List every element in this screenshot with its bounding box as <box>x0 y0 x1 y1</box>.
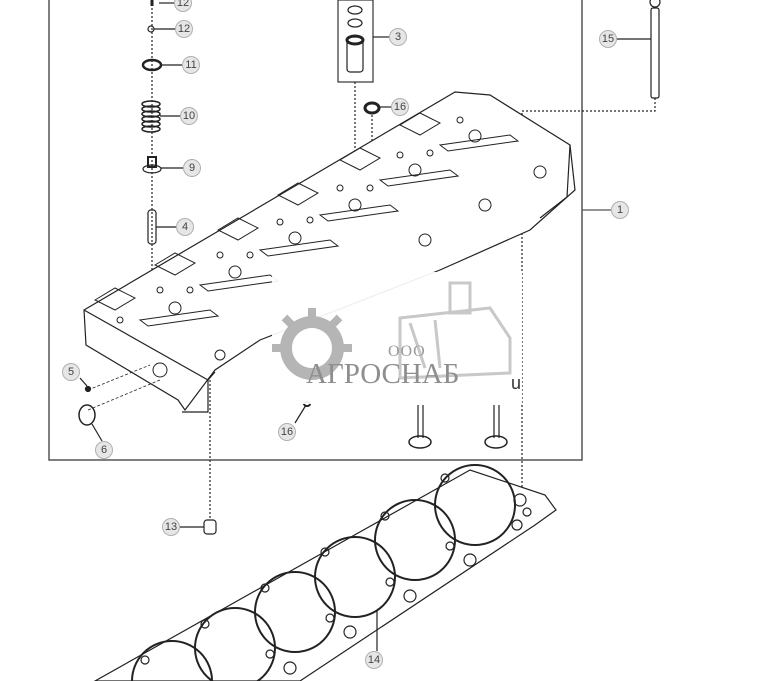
callout-9: 9 <box>183 159 201 177</box>
callout-15: 15 <box>599 30 617 48</box>
callout-1: 1 <box>611 201 629 219</box>
callout-14: 14 <box>365 651 383 669</box>
watermark-gear-icon <box>272 308 352 380</box>
callout-16b: 16 <box>278 423 296 441</box>
watermark-prefix: ООО <box>388 343 426 360</box>
callout-5: 5 <box>62 363 80 381</box>
callout-11: 11 <box>182 56 200 74</box>
callout-4: 4 <box>176 218 194 236</box>
callout-12b: 12 <box>175 20 193 38</box>
watermark-backdrop <box>272 272 522 404</box>
assembly-frame <box>48 0 583 461</box>
callout-13: 13 <box>162 518 180 536</box>
part-3-box <box>337 0 374 83</box>
callout-6: 6 <box>95 441 113 459</box>
watermark-brand-name: АГРОСНАБ <box>306 358 460 390</box>
callout-10: 10 <box>180 107 198 125</box>
callout-16a: 16 <box>391 98 409 116</box>
watermark-suffix: u <box>511 373 522 393</box>
head-gasket <box>93 464 557 681</box>
watermark-harvester-icon <box>398 281 512 380</box>
callout-3: 3 <box>389 28 407 46</box>
